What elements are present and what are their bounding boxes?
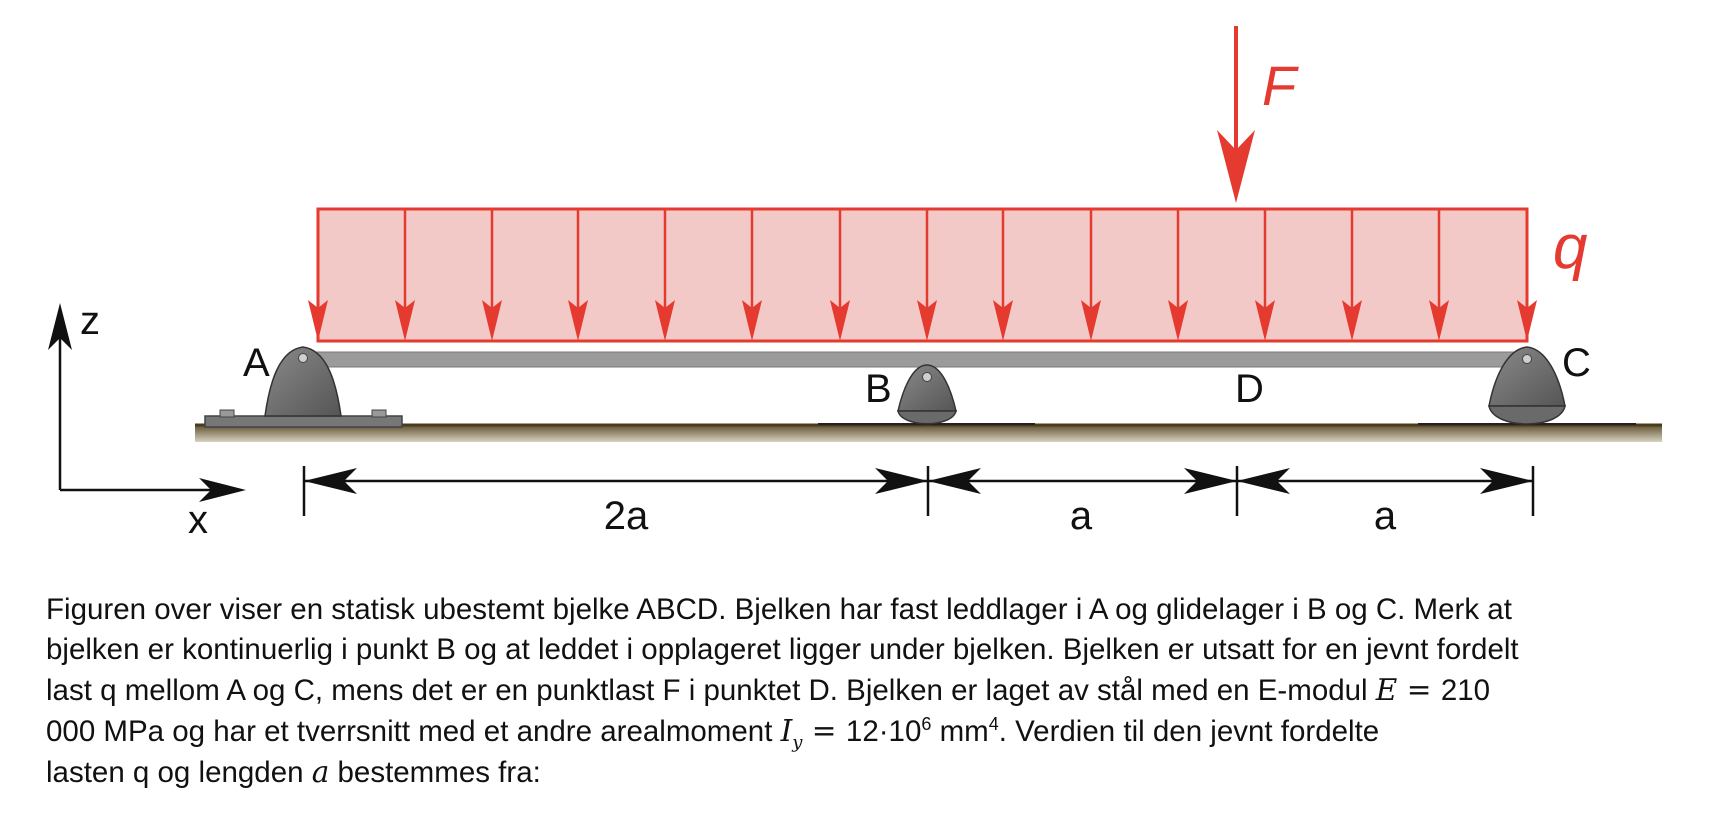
load-arrow-head xyxy=(1255,300,1275,341)
modulus-symbol-E: E xyxy=(1375,673,1398,707)
moment-unit-exponent: 4 xyxy=(988,714,999,735)
force-label-F: F xyxy=(1262,54,1299,117)
text-line-2: bjelken er kontinuerlig i punkt B og at … xyxy=(46,633,1519,666)
load-arrow-head xyxy=(1342,300,1362,341)
point-label-D: D xyxy=(1235,367,1264,411)
text-line-5-end: bestemmes fra: xyxy=(329,756,541,789)
load-arrow-head xyxy=(742,300,762,341)
moment-symbol-I: I xyxy=(780,714,793,748)
text-line-4-body: 000 MPa og har et tverrsnitt med et andr… xyxy=(46,715,781,748)
dimension-label-a-2: a xyxy=(1374,494,1397,538)
dimension-lines xyxy=(302,466,1535,516)
length-symbol-a: a xyxy=(311,755,330,789)
distributed-load-q xyxy=(308,207,1537,343)
support-B-roller xyxy=(818,364,1035,425)
load-label-q: q xyxy=(1553,213,1588,282)
axis-label-x: x xyxy=(188,498,208,542)
text-line-3-body: last q mellom A og C, mens det er en pun… xyxy=(46,674,1376,707)
problem-description: Figuren over viser en statisk ubestemt b… xyxy=(46,590,1686,793)
load-arrow-head xyxy=(655,300,675,341)
text-line-3: last q mellom A og C, mens det er en pun… xyxy=(46,670,1686,711)
text-line-1: Figuren over viser en statisk ubestemt b… xyxy=(46,593,1512,626)
load-arrow-head xyxy=(830,300,850,341)
moment-unit: mm xyxy=(931,715,989,748)
moment-subscript-y: y xyxy=(792,731,803,753)
moment-value: 12·10 xyxy=(845,715,922,748)
load-arrow-head xyxy=(308,300,328,341)
equals-sign-2: = xyxy=(802,714,846,748)
point-label-A: A xyxy=(243,341,270,385)
load-arrow-head xyxy=(482,300,502,341)
load-arrow-head xyxy=(1081,300,1101,341)
text-line-4: 000 MPa og har et tverrsnitt med et andr… xyxy=(46,711,1686,752)
text-line-5: lasten q og lengden a bestemmes fra: xyxy=(46,752,1686,793)
text-line-5-body: lasten q og lengden xyxy=(46,756,312,789)
beam-diagram: F q A B D C z x 2a a a xyxy=(48,26,1662,542)
support-C-roller xyxy=(1418,346,1636,425)
point-label-C: C xyxy=(1562,341,1591,385)
load-arrow-head xyxy=(395,300,415,341)
dimension-label-a-1: a xyxy=(1070,494,1093,538)
dimension-label-2a: 2a xyxy=(604,494,649,538)
point-force-F xyxy=(1217,26,1255,203)
load-arrow-head xyxy=(993,300,1013,341)
text-line-4-end: . Verdien til den jevnt fordelte xyxy=(998,715,1380,748)
load-arrow-head xyxy=(917,300,937,341)
point-label-B: B xyxy=(865,367,892,411)
moment-exponent: 6 xyxy=(921,714,932,735)
ground xyxy=(195,424,1662,442)
load-arrow-head xyxy=(1517,300,1537,341)
modulus-value: 210 xyxy=(1440,674,1491,707)
axis-label-z: z xyxy=(80,299,100,343)
beam xyxy=(304,351,1536,368)
coordinate-axes xyxy=(48,303,246,502)
equals-sign: = xyxy=(1397,673,1441,707)
load-arrow-head xyxy=(568,300,588,341)
support-A-fixed-pin xyxy=(204,346,403,428)
load-arrow-head xyxy=(1429,300,1449,341)
load-arrow-head xyxy=(1168,300,1188,341)
